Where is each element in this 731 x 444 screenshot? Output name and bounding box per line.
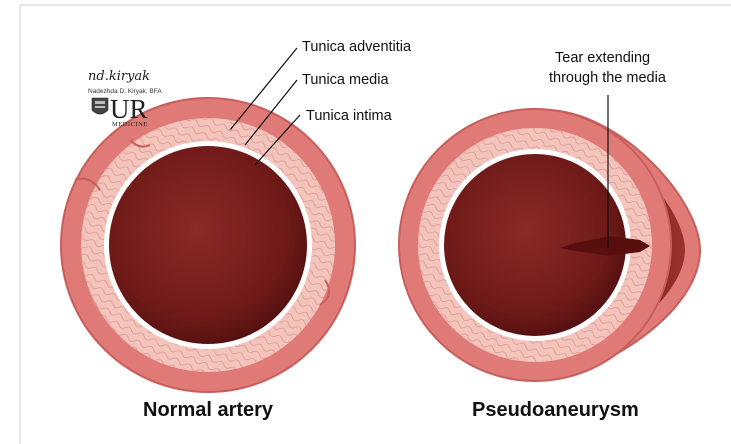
artist-signature: nd.kiryak <box>88 69 150 84</box>
label-tunica-adventitia: Tunica adventitia <box>302 39 412 55</box>
pseudoaneurysm <box>399 109 700 381</box>
logo-ur-text: UR <box>110 94 148 124</box>
normal-artery <box>61 98 355 392</box>
lumen-left <box>109 146 307 344</box>
label-tunica-media: Tunica media <box>302 72 389 88</box>
label-tunica-intima: Tunica intima <box>306 108 393 124</box>
label-tear-line1: Tear extending <box>555 50 650 66</box>
caption-pseudoaneurysm: Pseudoaneurysm <box>472 399 639 421</box>
logo-medicine-text: MEDICINE <box>112 121 148 128</box>
caption-normal-artery: Normal artery <box>143 399 274 421</box>
university-shield-icon <box>92 98 108 114</box>
label-tear-line2: through the media <box>549 70 667 86</box>
